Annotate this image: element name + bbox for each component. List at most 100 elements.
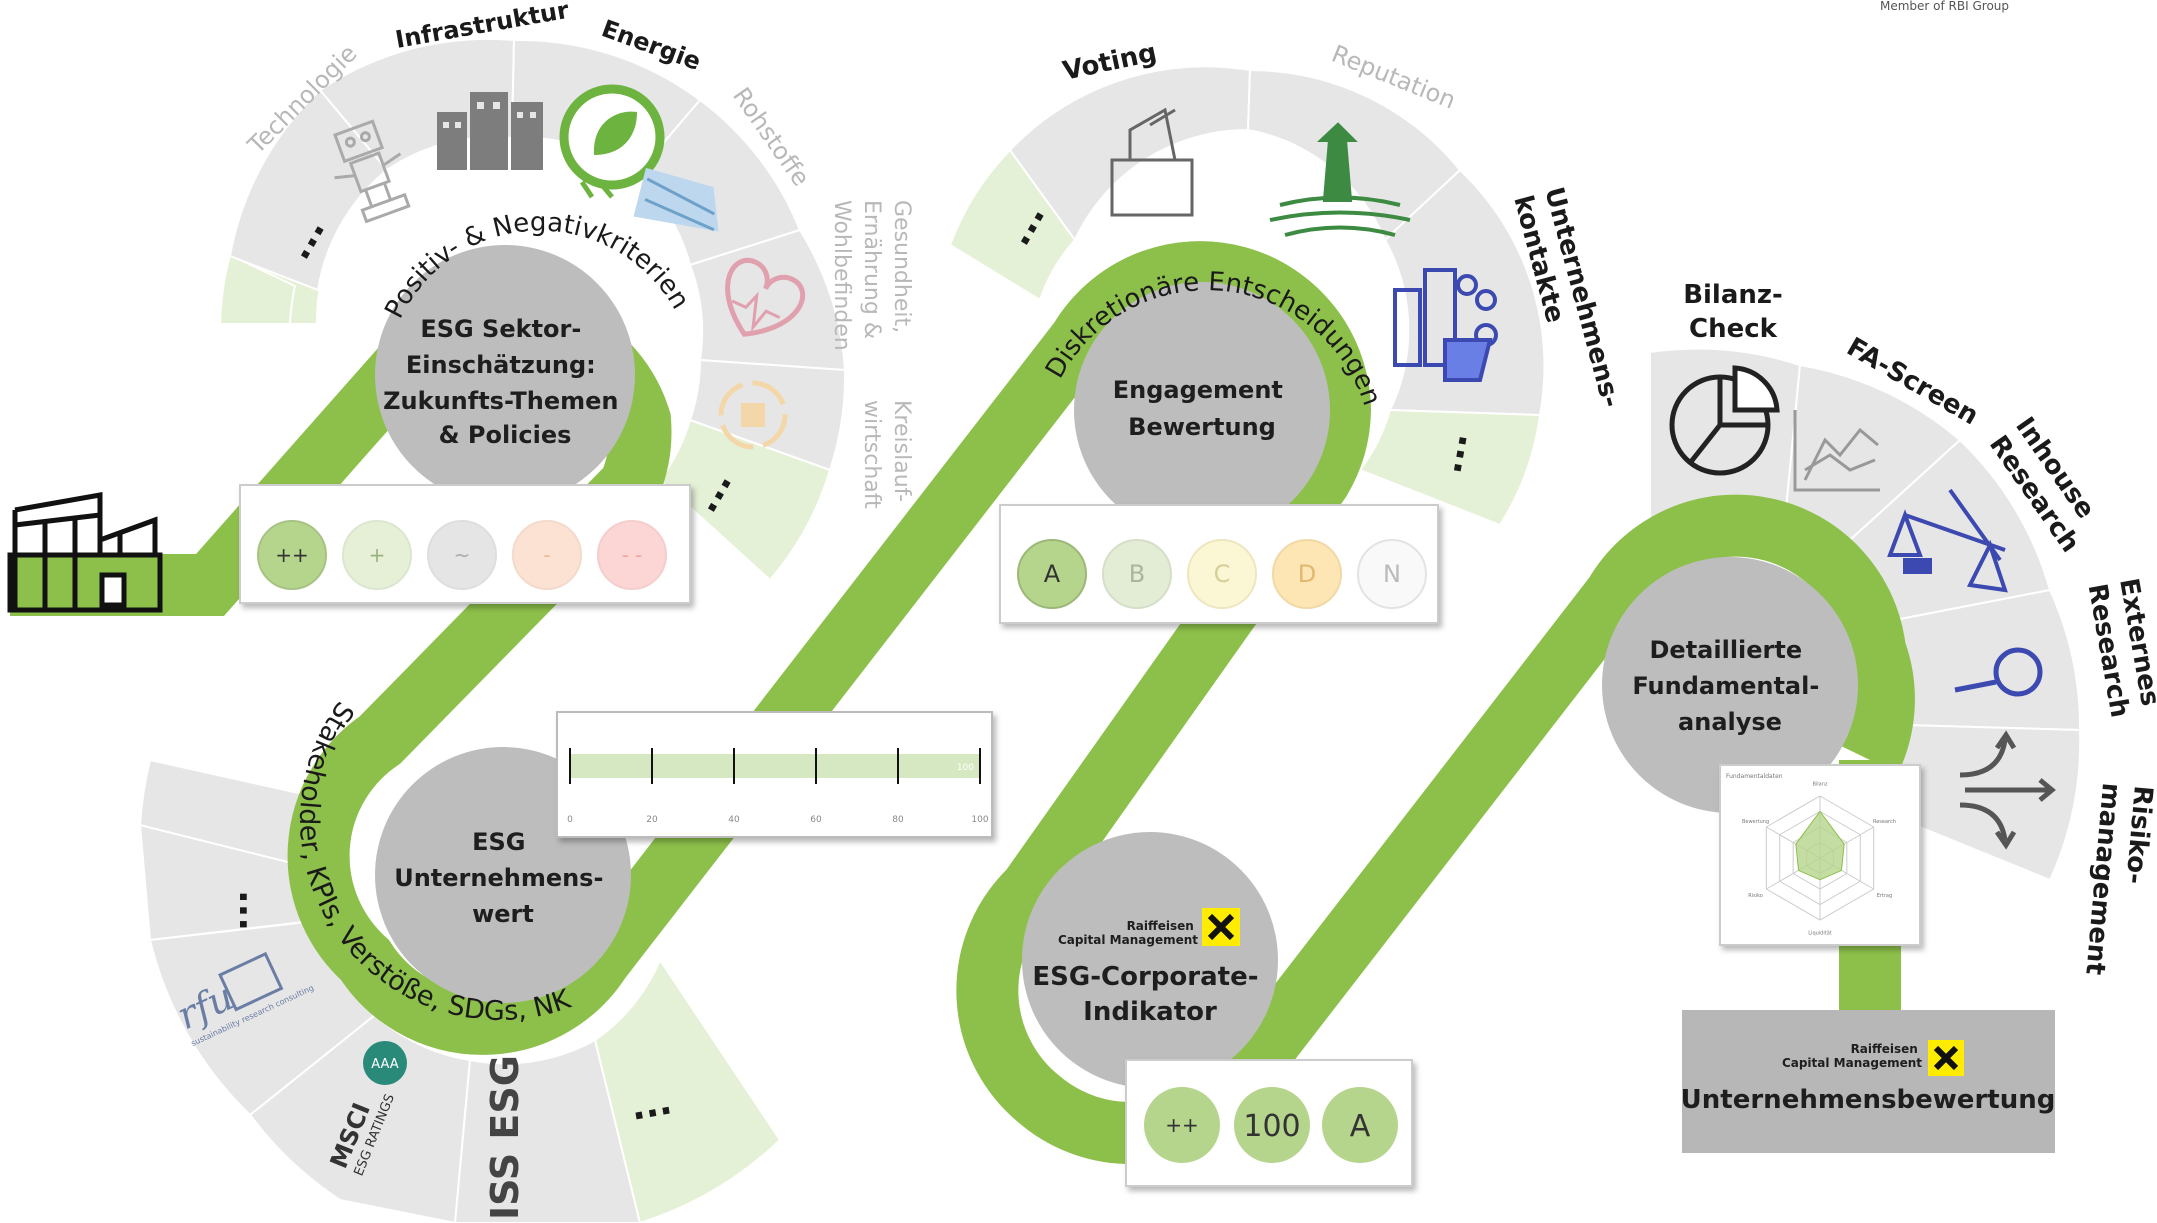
segment-more-outer (218, 253, 297, 325)
grade-n: N (1383, 560, 1401, 588)
hub-fundamental-line-3: analyse (1678, 708, 1782, 736)
svg-text:ESG Unternehmens-: ESG Unternehmens- wert (394, 828, 612, 928)
corporate-brand-line-2: Capital Management (1058, 933, 1198, 947)
arrows-icon (1959, 730, 2056, 850)
svg-text:Engagement Bewertung: Engagement Bewertung (1113, 376, 1292, 441)
raiffeisen-logo (1202, 908, 1240, 946)
radar-chart: Fundamentaldaten BilanzResearchErtragLiq… (1726, 773, 1896, 936)
msci-badge-text: AAA (371, 1057, 399, 1072)
rbi-member-label: Member of RBI Group (1880, 0, 2009, 13)
company-more-top: ... (231, 890, 272, 931)
hub-sector-line-1: ESG Sektor- (420, 315, 581, 343)
energy-leaf-icon (559, 84, 665, 199)
radar-axis-label: Liquidität (1808, 930, 1831, 936)
label-externes-group: ExternesResearch (2082, 576, 2157, 720)
grade-b: B (1129, 560, 1145, 588)
heart-icon (725, 258, 806, 337)
sector-rating-mm: - - (622, 543, 643, 567)
label-bilanz: Bilanz-Check (1683, 280, 1783, 344)
corporate-result-grade: A (1350, 1109, 1371, 1144)
hub-engagement-line-2: Bewertung (1128, 413, 1276, 441)
radar-axis-label: Ertrag (1877, 893, 1892, 899)
scale-tick-label: 100 (971, 815, 988, 825)
hub-sector-line-3: Zukunfts-Themen (383, 387, 618, 415)
hub-company-line-3: wert (472, 900, 534, 928)
corporate-results-chips: ++ 100 A (1144, 1087, 1398, 1163)
hub-corporate: Raiffeisen Capital Management ESG-Corpor… (1022, 832, 1278, 1088)
magnifier-icon (1954, 647, 2043, 697)
svg-text:Risiko-management: Risiko-management (2079, 782, 2157, 979)
grade-d: D (1298, 560, 1316, 588)
sector-rating-tilde: ~ (454, 543, 471, 567)
svg-text:Kreislauf-wirtschaft: Kreislauf-wirtschaft (859, 400, 914, 509)
radar-axis-label: Bewertung (1742, 819, 1769, 825)
building-icon (7, 492, 163, 613)
segment-more-bottom (658, 418, 832, 582)
sector-rating-pp: ++ (275, 543, 309, 567)
city-icon (437, 92, 543, 170)
segment-more-right (1358, 408, 1542, 527)
scale-tick-label: 0 (567, 815, 573, 825)
radar-axis-label: Bilanz (1812, 782, 1827, 788)
hub-fundamental-line-2: Fundamental- (1632, 672, 1819, 700)
grade-c: C (1214, 560, 1231, 588)
corporate-brand-line-1: Raiffeisen (1127, 919, 1194, 933)
scale-tick-label: 20 (646, 815, 658, 825)
svg-text:ExternesResearch: ExternesResearch (2082, 576, 2157, 720)
iss-esg-logo: ISS ESG (483, 1055, 527, 1220)
label-risiko-group: Risiko-management (2079, 782, 2157, 979)
svg-text:ESG-Corporate- Indikator: ESG-Corporate- Indikator (1032, 962, 1267, 1027)
scale-tick-label: 40 (728, 815, 740, 825)
hub-sector-line-4: & Policies (439, 421, 572, 449)
label-risiko-2: management (2079, 782, 2126, 976)
svg-text:Detaillierte Fundamental: Detaillierte Fundamental- analyse (1632, 636, 1827, 736)
valuation-box: Raiffeisen Capital Management Unternehme… (1681, 1010, 2055, 1153)
radar-series (1795, 810, 1845, 881)
hub-fundamental-line-1: Detaillierte (1650, 636, 1803, 664)
grade-a: A (1044, 560, 1061, 588)
label-gesundheit-group: Gesundheit,Ernährung &Wohlbefinden (829, 200, 914, 351)
svg-text:Gesundheit,Ernährung &Wohlbefi: Gesundheit,Ernährung &Wohlbefinden (829, 200, 914, 351)
score-bar (570, 754, 980, 778)
lighthouse-icon (1269, 122, 1411, 237)
line-chart-icon (1793, 410, 1880, 492)
label-kreislauf-1: Kreislauf- (889, 400, 914, 502)
hub-company-line-1: ESG (472, 828, 525, 856)
hub-corporate-line-1: ESG-Corporate- (1032, 962, 1258, 992)
scale-icon (1887, 488, 2008, 593)
scale-tick-label: 80 (892, 815, 904, 825)
hub-engagement: Engagement Bewertung (1074, 282, 1330, 538)
svg-text:Raiffeisen Capital Manag: Raiffeisen Capital Management (1782, 1042, 1922, 1070)
label-bilanz-1: Bilanz- (1683, 280, 1783, 310)
corporate-result-score: 100 (1243, 1109, 1300, 1144)
raiffeisen-logo-valuation (1928, 1040, 1964, 1076)
hub-corporate-line-2: Indikator (1083, 997, 1217, 1027)
people-icon (1393, 268, 1498, 382)
engagement-more-right: ... (1428, 429, 1476, 477)
recycle-box-icon (718, 380, 788, 450)
hub-company-line-2: Unternehmens- (394, 864, 603, 892)
valuation-brand-line-2: Capital Management (1782, 1056, 1922, 1070)
label-gesundheit-3: Wohlbefinden (829, 200, 854, 351)
svg-text:Raiffeisen Capital Manag: Raiffeisen Capital Management (1058, 919, 1198, 947)
scale-tick-label: 60 (810, 815, 822, 825)
hub-sector: ESG Sektor- Einschätzung: Zukunfts-Theme… (375, 245, 635, 505)
segment-more-bottom (593, 957, 782, 1223)
corporate-result-sector: ++ (1165, 1113, 1199, 1137)
label-gesundheit-2: Ernährung & (859, 200, 884, 339)
raw-material-icon (633, 167, 719, 232)
label-kreislauf-2: wirtschaft (859, 400, 884, 509)
ballot-box-icon (1110, 107, 1194, 217)
pie-chart-icon (1669, 365, 1780, 476)
radar-axis-label: Risiko (1748, 893, 1763, 899)
msci-badge: AAA (363, 1041, 407, 1085)
segment-risiko (1888, 723, 2082, 882)
iss-esg-text: ISS ESG (483, 1055, 527, 1220)
sector-rating-p: + (369, 543, 386, 567)
engagement-rating-chips: A B C D N (1017, 539, 1427, 609)
sector-rating-chips: ++ + ~ - - - (257, 520, 667, 590)
company-more-bottom: ... (627, 1081, 675, 1129)
hub-engagement-line-1: Engagement (1113, 376, 1283, 404)
label-gesundheit-1: Gesundheit, (889, 200, 914, 333)
